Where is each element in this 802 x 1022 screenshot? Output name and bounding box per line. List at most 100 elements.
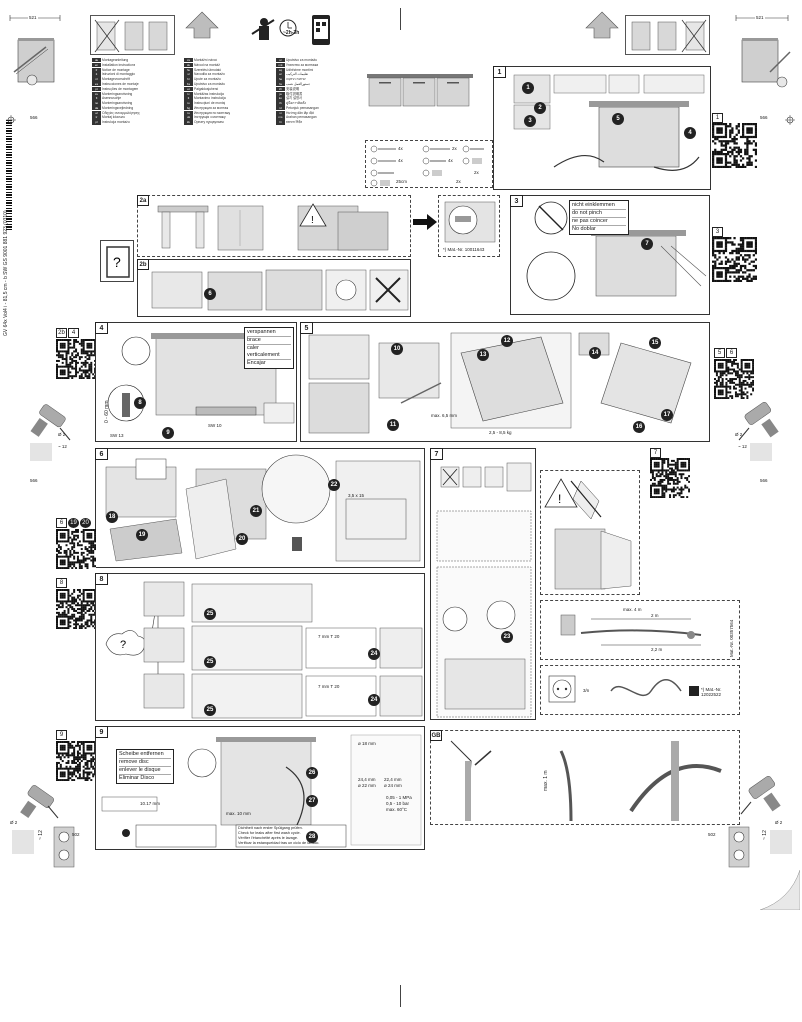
step-8-number: 8 [95,573,108,585]
warning-line-2: do not pinch [572,210,626,218]
qr-code-6 [56,529,97,570]
step-2a-number: 2a [137,195,149,206]
qr-tag-4: 4 [68,328,79,338]
registration-mark-top [400,8,401,30]
callout-9: 9 [162,427,174,439]
language-text: Paigaldusjuhend [194,86,219,91]
check-line-1: Dichtheit nach erster Spülgang prüfen. [238,826,303,830]
language-code: hr [184,77,193,82]
qr-tag-3: 3 [712,227,723,237]
gb-panel: GB max. 1 m [430,730,740,825]
language-text: Инструкция за монтаж [194,105,229,110]
language-text: Инструкция по монтажу [194,110,231,115]
step6-screw: 3,5 x 15 [348,493,365,498]
warning-line-4: No doblar [572,226,596,232]
language-text: Monteringsanvisning [102,91,133,96]
callout-27: 27 [306,795,318,807]
language-code: es [92,82,101,87]
language-code: sq [276,67,285,73]
language-code: en [92,62,101,68]
callout-3: 3 [524,115,536,127]
drill-left-diameter: Ø 2 [58,432,66,437]
callout-25a: 25 [204,608,216,620]
plug-text: 3/n [583,688,590,693]
drill-br-depth: ~ 12 [762,830,768,840]
language-code: da [92,105,101,111]
check-line-2: Check for leaks after first wash cycle. [238,831,301,835]
step8-gap-1: 7 mm T 20 [318,634,340,639]
language-text: Monteringsvejledning [102,105,134,110]
step9-dim-1: 24,4 mm [358,777,376,782]
language-code: no [92,101,101,106]
language-code: it [92,72,101,77]
crosshair-icon-right [780,113,800,127]
callout-18: 18 [106,511,118,523]
language-text: Udhëzime montimi [286,67,314,72]
language-code: nl [92,77,101,82]
leveling-foot-left [50,825,78,869]
hose-2m: 2 m [651,613,659,618]
side-document-code: GV 64x Vol4 i - 81,5 cm - b SW GS 9001 8… [3,210,9,336]
part-qty-1: 4x [398,146,403,151]
step-6-number: 6 [95,448,108,460]
step4-sw10: SW 10 [208,423,222,428]
language-text: Návod na montáž [194,62,220,67]
language-code: he [276,77,285,82]
step-3-number: 3 [510,195,523,207]
step4-label-2: brace [247,337,291,345]
part-qty-2: 4x [398,158,403,163]
dim-bottom-left: 502 [72,832,80,837]
step5-weight: 2,5 - 8,5 kg [489,430,512,435]
qr-tag-5: 5 [714,348,725,358]
svg-text:!: ! [311,215,314,226]
callout-5: 5 [612,113,624,125]
step-2a-detail: *) Mat.-Nr. 10011643 [438,195,500,257]
step-7-panel: 7 23 [430,448,536,720]
part-qty-4: 4x [448,158,453,163]
step9-label-2: remove disc [119,759,171,767]
language-text: Petunjuk pemasangan [286,105,319,110]
top-left-cabinet-figure [6,12,66,92]
callout-24a: 24 [368,648,380,660]
qr-tag-8: 8 [56,578,67,588]
warning-line-3: ne pas coincer [572,218,626,226]
language-text: Montavimo instrukcija [194,96,226,101]
step9-dim-4: ø 24 mm [384,783,402,788]
qr-code-1 [712,123,758,169]
cabinet-types-figure-right [625,15,710,55]
callout-15: 15 [649,337,661,349]
language-code: de [92,58,101,63]
check-line-4: Verificar la estanqueidad tras un ciclo … [238,841,320,845]
step9-temp: max. 60°C [386,807,408,812]
language-text: Instrucţiuni de montaj [194,101,226,106]
step9-torque: 10.17 mm [140,801,161,806]
step-4-panel: 4 verspannen brace caler verticalement E… [95,322,297,442]
check-line-3: Vérifier l'étanchéité après le lavage. [238,836,299,840]
language-code: zh [276,86,285,92]
qr-code-5 [714,359,755,400]
dim-top-right: 521 [755,15,765,20]
language-code: tr [92,115,101,120]
up-arrow-icon [185,10,220,40]
hose-panel: max. 4 m 2 m 2,2 m Mat.-Nr. 00357564 [540,600,740,660]
dim-bottom-right: 502 [708,832,716,837]
language-code: el [92,110,101,116]
step4-label-3: caler verticalement [247,345,291,360]
dim-left-566-b: 566 [30,478,38,483]
hose-length: 25cm [396,179,408,184]
